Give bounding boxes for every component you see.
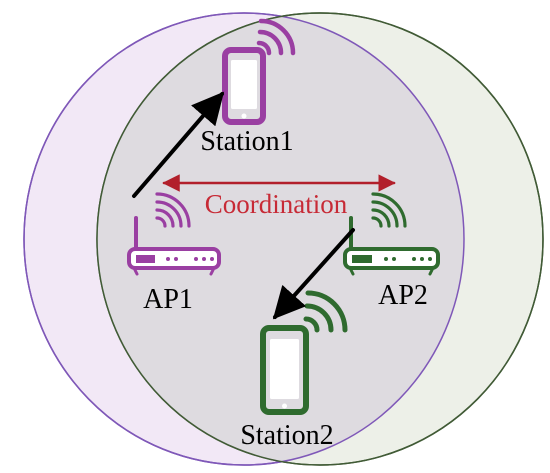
ap2-coverage-outline: [96, 12, 544, 466]
ap1-coverage-outline: [23, 12, 465, 466]
ap2-to-station2-arrow: [272, 228, 355, 320]
station2-phone-icon: [260, 290, 348, 415]
station2-label: Station2: [240, 420, 333, 451]
coordination-label: Coordination: [205, 189, 348, 219]
ap2-label: AP2: [378, 280, 428, 311]
ap1-router-icon: [127, 192, 221, 276]
ap1-label: AP1: [143, 284, 193, 315]
ap1-to-station1-arrow: [132, 91, 225, 198]
station1-label: Station1: [200, 126, 293, 157]
station1-phone-icon: [222, 18, 296, 125]
